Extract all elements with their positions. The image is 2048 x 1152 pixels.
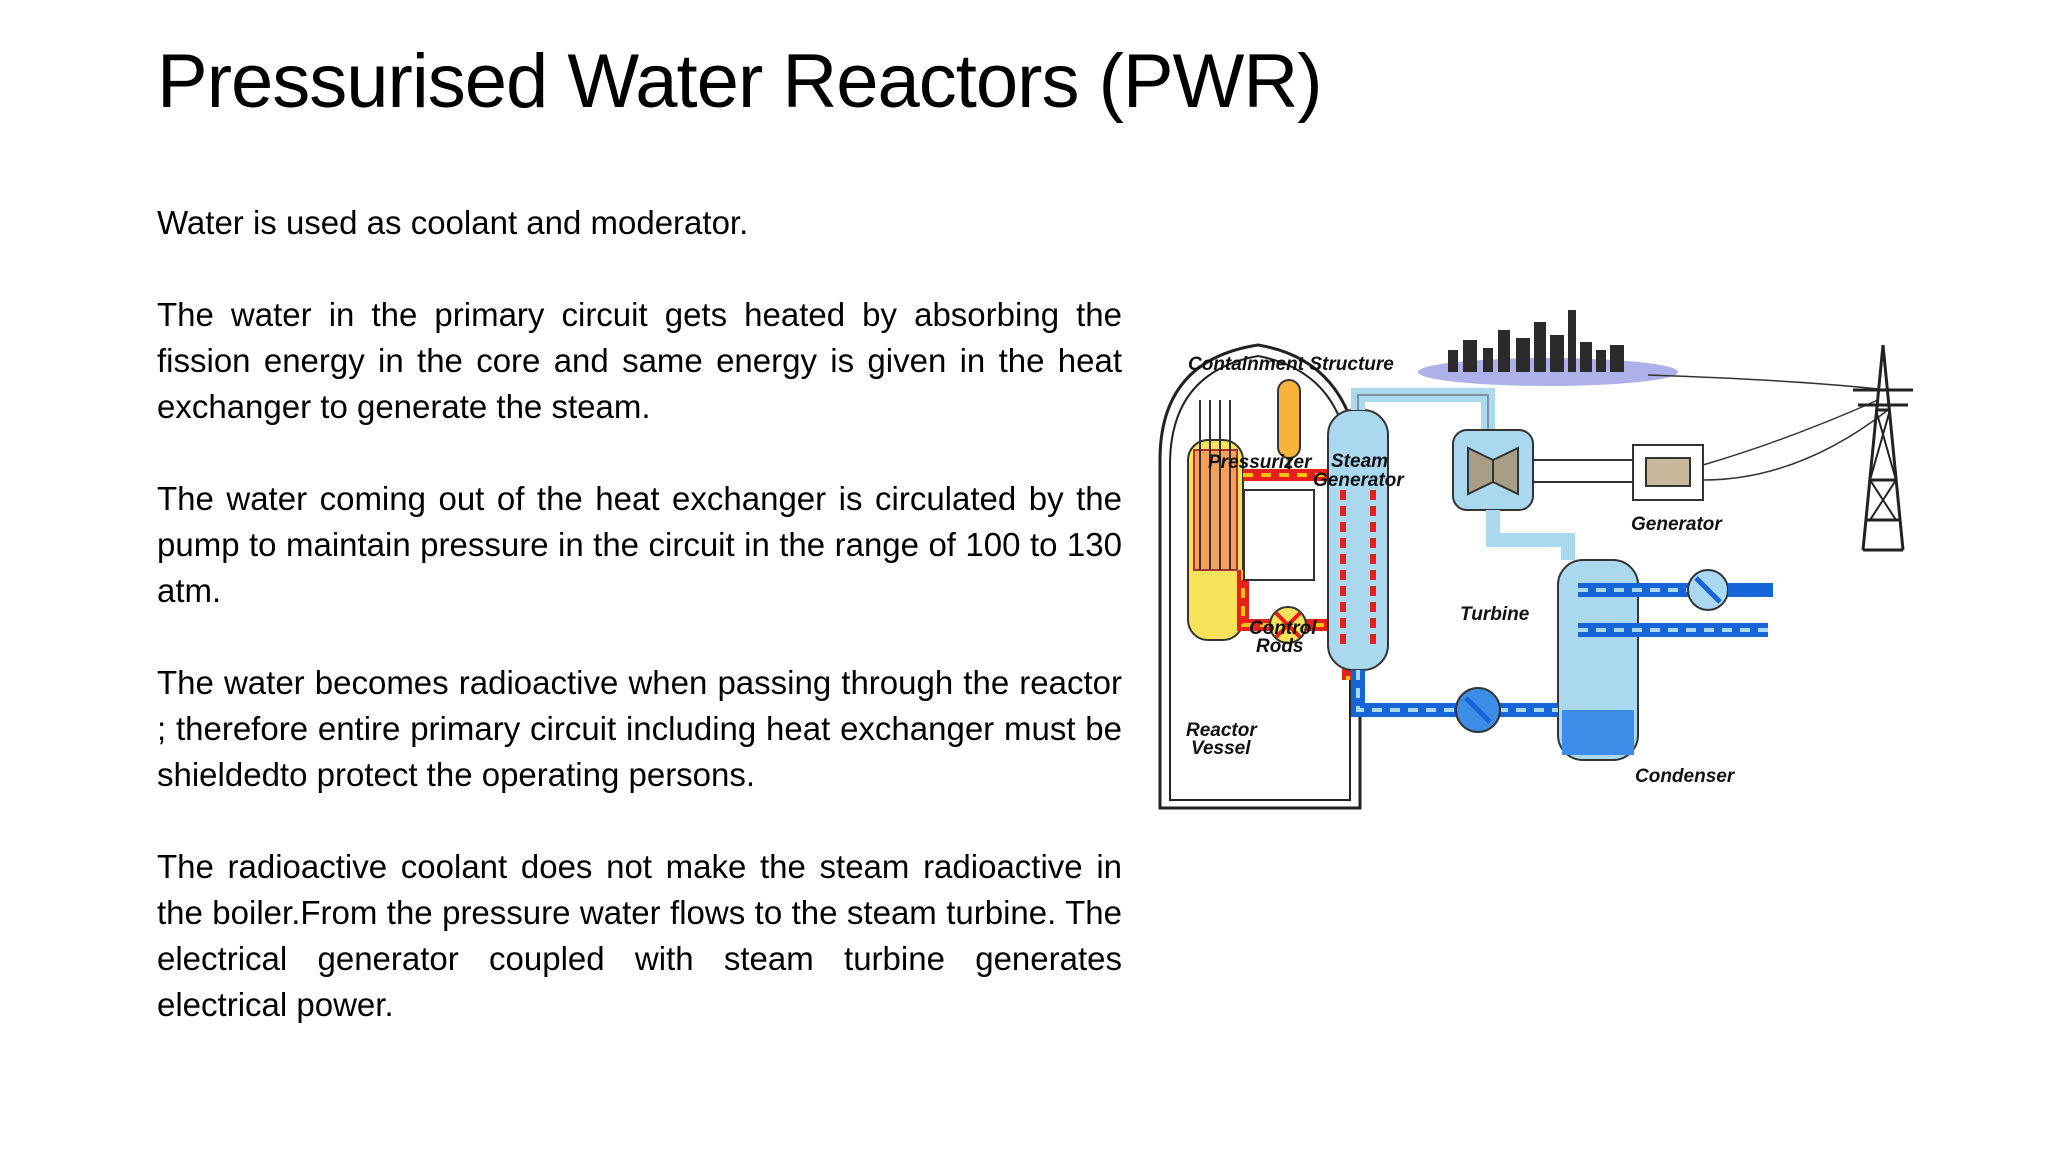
- condenser: [1557, 559, 1773, 761]
- label-generator: Generator: [1631, 514, 1723, 535]
- label-reactor-vessel-1: Reactor: [1186, 720, 1258, 741]
- pylon-icon: [1853, 344, 1913, 552]
- reactor-vessel: [1187, 400, 1244, 641]
- paragraph-2: The water in the primary circuit gets he…: [157, 296, 1122, 425]
- steam-generator: [1327, 409, 1389, 671]
- label-turbine: Turbine: [1460, 604, 1530, 625]
- label-control-rods-2: Rods: [1256, 636, 1304, 657]
- paragraph-1: Water is used as coolant and moderator.: [157, 204, 749, 241]
- label-condenser: Condenser: [1635, 766, 1736, 787]
- label-steam-generator-1: Steam: [1331, 451, 1388, 472]
- pressurizer: [1277, 379, 1301, 475]
- body-text: Water is used as coolant and moderator. …: [157, 200, 1122, 1074]
- paragraph-4: The water becomes radioactive when passi…: [157, 664, 1122, 793]
- power-lines: [1647, 374, 1889, 481]
- paragraph-5: The radioactive coolant does not make th…: [157, 848, 1122, 1023]
- label-pressurizer: Pressurizer: [1208, 452, 1313, 473]
- city-skyline: [1418, 310, 1678, 386]
- turbine: [1452, 429, 1534, 511]
- pwr-diagram: Containment Structure Pressurizer Steam …: [1158, 310, 1913, 810]
- paragraph-3: The water coming out of the heat exchang…: [157, 480, 1122, 609]
- slide-title: Pressurised Water Reactors (PWR): [157, 39, 1323, 124]
- label-steam-generator-2: Generator: [1313, 470, 1405, 491]
- steam-line: [1351, 388, 1495, 430]
- label-reactor-vessel-2: Vessel: [1191, 738, 1251, 759]
- generator: [1632, 444, 1704, 501]
- label-containment: Containment Structure: [1188, 354, 1394, 375]
- control-rods: [1243, 489, 1315, 581]
- label-control-rods-1: Control: [1249, 618, 1317, 639]
